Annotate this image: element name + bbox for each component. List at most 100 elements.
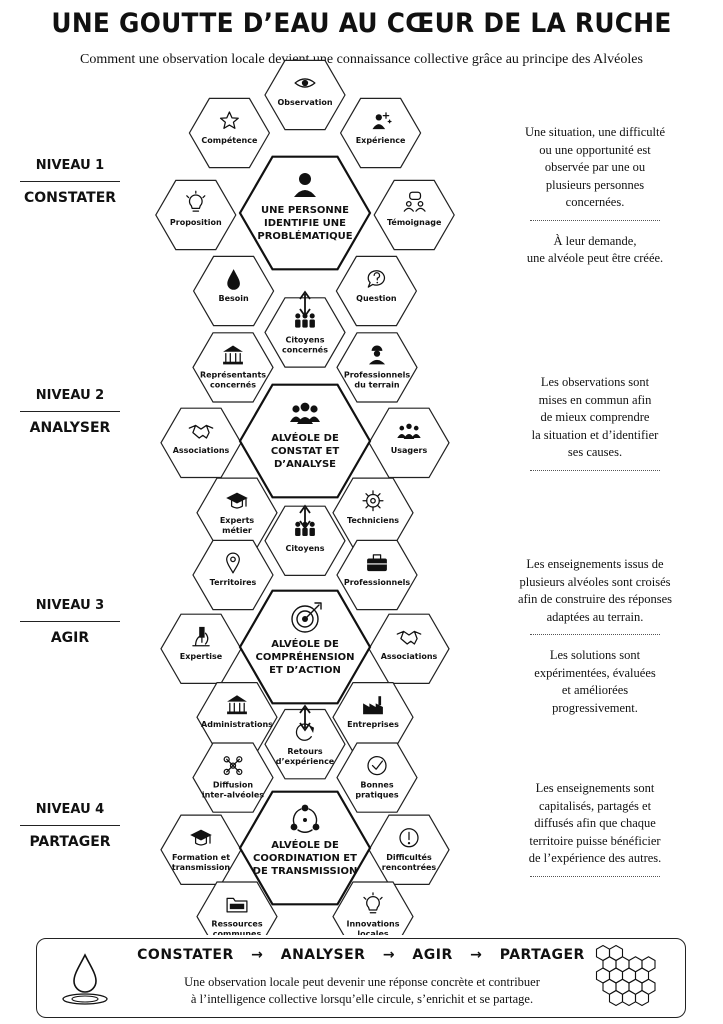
description-line: Les enseignements sont bbox=[535, 781, 655, 795]
cell-3-1: Citoyens bbox=[264, 505, 346, 577]
citizens-icon bbox=[295, 313, 315, 328]
hex-cell bbox=[332, 477, 414, 549]
center-label: ET D’ACTION bbox=[269, 665, 341, 676]
footer-box: CONSTATER → ANALYSER → AGIR → PARTAGER U… bbox=[36, 938, 686, 1018]
cell-1-4: Proposition bbox=[155, 179, 237, 251]
center-icon bbox=[291, 602, 322, 633]
hex-cell bbox=[336, 332, 418, 403]
cell-2-7: Techniciens bbox=[332, 477, 414, 549]
flow-step-partager: PARTAGER bbox=[499, 947, 585, 963]
hex-cell bbox=[336, 742, 418, 813]
cell-label: rencontrées bbox=[382, 862, 437, 872]
cell-label: Besoin bbox=[218, 294, 249, 303]
center-label: IDENTIFIE UNE bbox=[264, 218, 346, 229]
dotted-separator bbox=[530, 634, 660, 635]
cell-label: Proposition bbox=[170, 218, 222, 227]
description-line: mises en commun afin bbox=[538, 392, 652, 407]
cell-label: Techniciens bbox=[347, 516, 399, 525]
description-line: de l’expérience des autres. bbox=[528, 851, 662, 865]
hex-cell bbox=[192, 255, 275, 327]
hex-cell bbox=[335, 255, 418, 327]
level-2-description: Les observations sont mises en commun afi… bbox=[500, 374, 690, 483]
cell-label: Témoignage bbox=[387, 217, 442, 227]
cell-label: du terrain bbox=[354, 380, 399, 389]
center-label: COORDINATION ET bbox=[253, 853, 357, 864]
hex-cell bbox=[192, 742, 274, 813]
comb-cell bbox=[634, 989, 650, 1007]
description-line: capitalisés, partagés et bbox=[538, 798, 652, 813]
description-line: territoire puisse bénéficier bbox=[529, 833, 661, 848]
hex-cell bbox=[196, 681, 278, 753]
cell-3-5: Associations bbox=[368, 613, 450, 685]
cell-label: Usagers bbox=[391, 446, 428, 455]
level-number: NIVEAU 4 bbox=[20, 802, 120, 826]
center-label: PROBLÉMATIQUE bbox=[257, 229, 352, 242]
cell-label: Bonnes bbox=[360, 781, 393, 790]
cell-label: Ressources bbox=[211, 920, 262, 929]
cell-label: Diffusion bbox=[213, 781, 254, 790]
level-name: CONSTATER bbox=[23, 190, 117, 206]
cell-label: communes bbox=[213, 930, 262, 935]
hex-cell bbox=[188, 97, 271, 169]
cell-label: Professionnels bbox=[344, 370, 411, 379]
cell-label: Formation et bbox=[172, 853, 230, 862]
lightbulb-icon bbox=[186, 190, 206, 212]
center-hex bbox=[238, 155, 372, 271]
center-hex bbox=[238, 790, 372, 906]
cell-label: inter-alvéoles bbox=[202, 790, 264, 800]
center-label: COMPRÉHENSION bbox=[255, 650, 354, 663]
building-icon bbox=[223, 345, 243, 365]
level-connector-arrow bbox=[299, 504, 311, 530]
network-icon bbox=[223, 756, 243, 776]
description-line: concernées. bbox=[565, 195, 625, 209]
building-icon bbox=[227, 695, 247, 715]
description-line: Les observations sont bbox=[540, 375, 650, 389]
cell-label: Associations bbox=[381, 652, 438, 661]
handshake-icon bbox=[188, 424, 214, 439]
cell-label: Entreprises bbox=[347, 720, 399, 729]
description-line: observée par une ou bbox=[544, 160, 646, 174]
hex-cell bbox=[332, 881, 414, 935]
center-label: ALVÉOLE DE bbox=[271, 637, 339, 650]
footer-text: Une observation locale peut devenir une … bbox=[147, 974, 577, 1008]
gear-icon bbox=[362, 490, 384, 512]
dotted-separator bbox=[530, 219, 660, 221]
cell-3-3: Professionnels bbox=[336, 539, 418, 611]
level-number: NIVEAU 1 bbox=[20, 158, 120, 182]
description-line: et améliorées bbox=[561, 683, 629, 697]
cell-label: concernés bbox=[282, 344, 328, 354]
graduation-cap-icon bbox=[190, 829, 212, 846]
level-1-label: NIVEAU 1 CONSTATER bbox=[20, 158, 120, 206]
cell-label: transmission bbox=[172, 863, 230, 872]
description-line: afin de construire des réponses bbox=[517, 592, 673, 606]
cell-label: Citoyens bbox=[285, 544, 324, 553]
description-line: plusieurs personnes bbox=[545, 177, 645, 192]
cell-label: Difficultés bbox=[386, 852, 432, 862]
center-icon bbox=[290, 804, 320, 833]
description-line: ses causes. bbox=[567, 445, 623, 459]
cell-1-1: Observation bbox=[264, 59, 346, 131]
cell-label: Experts bbox=[220, 516, 255, 525]
description-line: une alvéole peut être créée. bbox=[526, 251, 664, 265]
center-label: UNE PERSONNE bbox=[261, 205, 349, 216]
flow-arrow-icon: → bbox=[470, 947, 483, 963]
process-flow: CONSTATER → ANALYSER → AGIR → PARTAGER bbox=[37, 947, 685, 963]
hex-cell bbox=[264, 297, 346, 368]
description-line: À leur demande, bbox=[553, 233, 637, 248]
level-4-description: Les enseignements sont capitalisés, parta… bbox=[500, 780, 690, 889]
center-icon bbox=[290, 402, 320, 424]
cell-2-4: Associations bbox=[160, 407, 242, 479]
star-icon bbox=[219, 111, 239, 129]
cell-label: Professionnels bbox=[344, 578, 411, 587]
cell-label: Expérience bbox=[356, 135, 406, 145]
footer-text-line: à l’intelligence collective lorsqu’elle … bbox=[190, 992, 534, 1006]
